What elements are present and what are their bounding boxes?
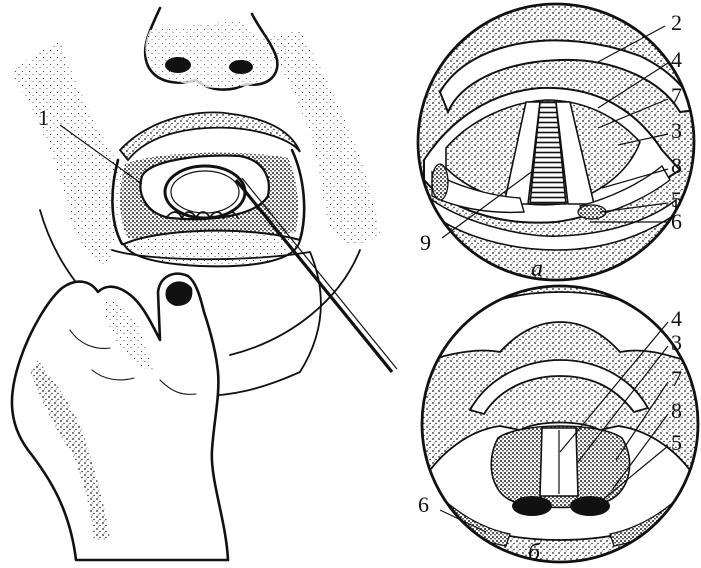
tongue (124, 231, 300, 267)
panel-a-label-6: 6 (671, 209, 682, 234)
panel-b-label-4: 4 (671, 306, 682, 331)
panel-a-label-7: 7 (671, 83, 682, 108)
face-shading-left (10, 40, 125, 264)
panel-b-arytenoid-left (512, 496, 552, 516)
panel-a-label-3: 3 (671, 118, 682, 143)
panel-a-label-4: 4 (671, 47, 682, 72)
panel-a-label-8: 8 (671, 153, 682, 178)
panel-a-caption: а (531, 256, 543, 282)
label-1: 1 (38, 105, 49, 130)
panel-a: 2 4 7 3 8 5 6 9 а (416, 2, 696, 282)
panel-b: 4 3 7 8 5 6 б (418, 284, 700, 566)
hand-illustration (12, 274, 228, 560)
panel-b-caption: б (528, 540, 541, 566)
panel-b-label-5: 5 (671, 430, 682, 455)
panel-b-label-8: 8 (671, 398, 682, 423)
nostril-left (165, 57, 191, 73)
panel-b-label-7: 7 (671, 366, 682, 391)
nose-shading (145, 20, 274, 88)
panel-a-cuneiform-left (432, 164, 448, 200)
panel-a-label-2: 2 (671, 10, 682, 35)
thumb-nail (165, 281, 192, 306)
laryngeal-mirror (165, 166, 245, 218)
panel-b-label-3: 3 (671, 330, 682, 355)
nostril-right (229, 60, 253, 74)
panel-a-label-9: 9 (420, 230, 431, 255)
panel-b-label-6: 6 (418, 492, 429, 517)
